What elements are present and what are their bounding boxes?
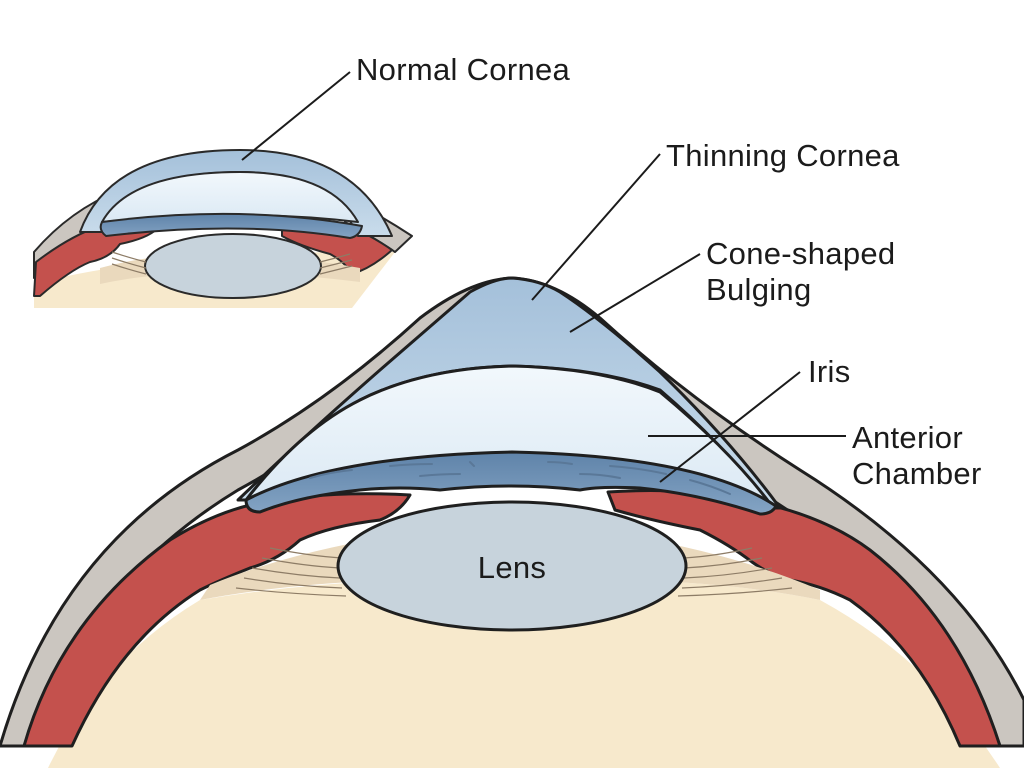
inset-lens [144,233,322,299]
bulging-label: Bulging [706,272,812,307]
iris [244,450,778,516]
iris-label: Iris [808,354,851,389]
lens-label: Lens [478,550,546,585]
vitreous [48,579,1000,768]
cone-shaped-label: Cone-shaped [706,236,895,271]
inset-iris-root-left [33,225,161,297]
iris-root-right [606,489,1002,748]
leader-lines [241,71,846,483]
leader-cone-bulging [569,253,701,333]
anterior-label: Anterior [852,420,963,455]
zonular-fibers-left [235,547,347,597]
leader-normal-cornea [241,71,351,161]
keratoconus-eye: Lens [0,276,1024,768]
thinning-cornea-label: Thinning Cornea [666,138,900,173]
zonular-fibers-right [677,547,793,597]
normal-eye-inset [33,149,413,308]
normal-cornea-label: Normal Cornea [356,52,571,87]
leader-iris [659,371,801,483]
iris-texture [309,461,731,495]
leader-thinning-cornea [531,153,661,301]
lens [336,500,688,632]
iris-root-left [22,492,412,748]
chamber-label: Chamber [852,456,982,491]
labels: Normal Cornea Thinning Cornea Cone-shape… [356,52,982,491]
inset-iris [99,212,363,239]
